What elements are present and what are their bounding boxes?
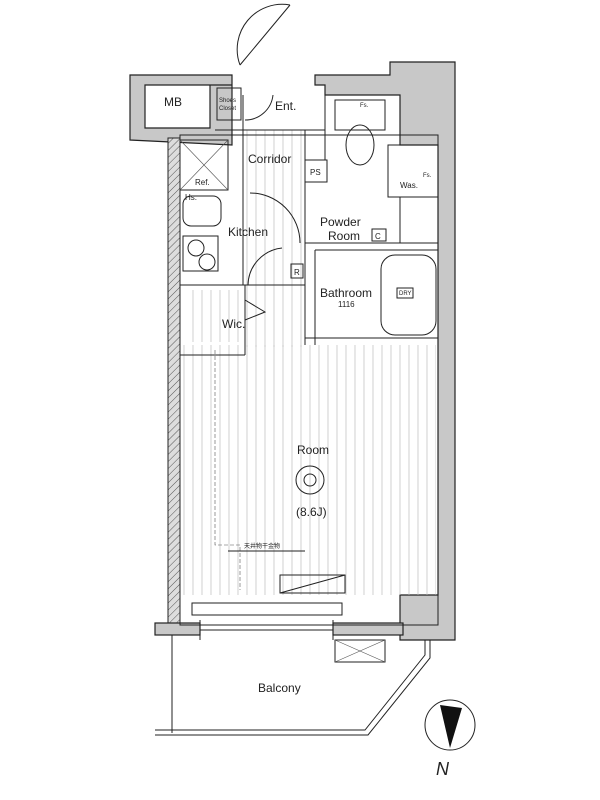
dry-label: DRY — [399, 291, 412, 297]
corridor-floor — [243, 130, 305, 285]
interior-walls — [179, 3, 439, 663]
r-label: R — [294, 268, 300, 277]
shoes-closet-label-2: Closet — [219, 106, 236, 112]
ceiling-drying-hardware-label: 天井物干金物 — [244, 542, 280, 550]
ref-label: Ref. — [195, 178, 210, 187]
corridor-label: Corridor — [248, 152, 291, 166]
compass-north-label: N — [436, 759, 450, 779]
powder-room-label-2: Room — [328, 229, 360, 243]
room-size: (8.6J) — [296, 505, 327, 519]
kitchen-label: Kitchen — [228, 225, 268, 239]
c-label: C — [375, 232, 381, 241]
north-compass-icon: N — [424, 699, 476, 779]
fs-label-right: Fs. — [423, 173, 432, 179]
ps-label: PS — [310, 168, 321, 177]
room-floor — [183, 345, 436, 595]
mb-label: MB — [164, 95, 182, 109]
wic-label: Wic. — [222, 317, 245, 331]
bathroom-label: Bathroom — [320, 286, 372, 300]
washer-label: Was. — [400, 181, 418, 190]
fs-label-top: Fs. — [360, 103, 369, 109]
powder-room-label: Powder — [320, 215, 361, 229]
room-label: Room — [297, 443, 329, 457]
bathroom-size: 1116 — [338, 300, 355, 309]
entrance-label: Ent. — [275, 99, 296, 113]
hs-label: Hs. — [185, 193, 197, 202]
shoes-closet-label: Shoes — [219, 98, 236, 104]
balcony-label: Balcony — [258, 681, 301, 695]
balcony — [155, 635, 431, 736]
